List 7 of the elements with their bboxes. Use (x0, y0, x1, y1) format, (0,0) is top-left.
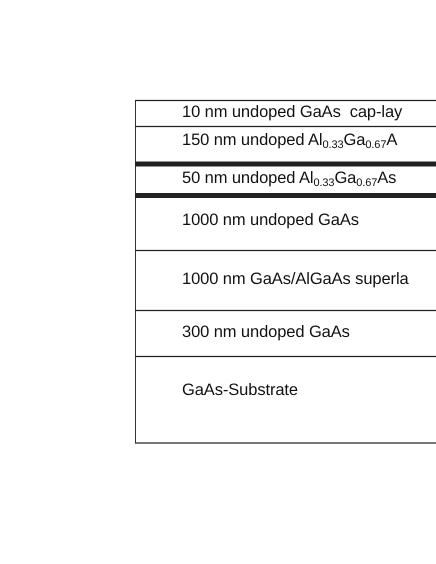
layer-label: GaAs-Substrate (182, 381, 298, 400)
layer-label: 1000 nm undoped GaAs (182, 211, 359, 230)
layer-label: 300 nm undoped GaAs (182, 323, 350, 342)
layer-label: 50 nm undoped Al$_{0.33}$Ga$_{0.67}$As (182, 169, 396, 188)
layer-label: 1000 nm GaAs/AlGaAs superla (182, 270, 409, 289)
layer-label: 150 nm undoped Al$_{0.33}$Ga$_{0.67}$A (182, 131, 398, 150)
layer-label: 10 nm undoped GaAs cap-lay (182, 103, 402, 122)
